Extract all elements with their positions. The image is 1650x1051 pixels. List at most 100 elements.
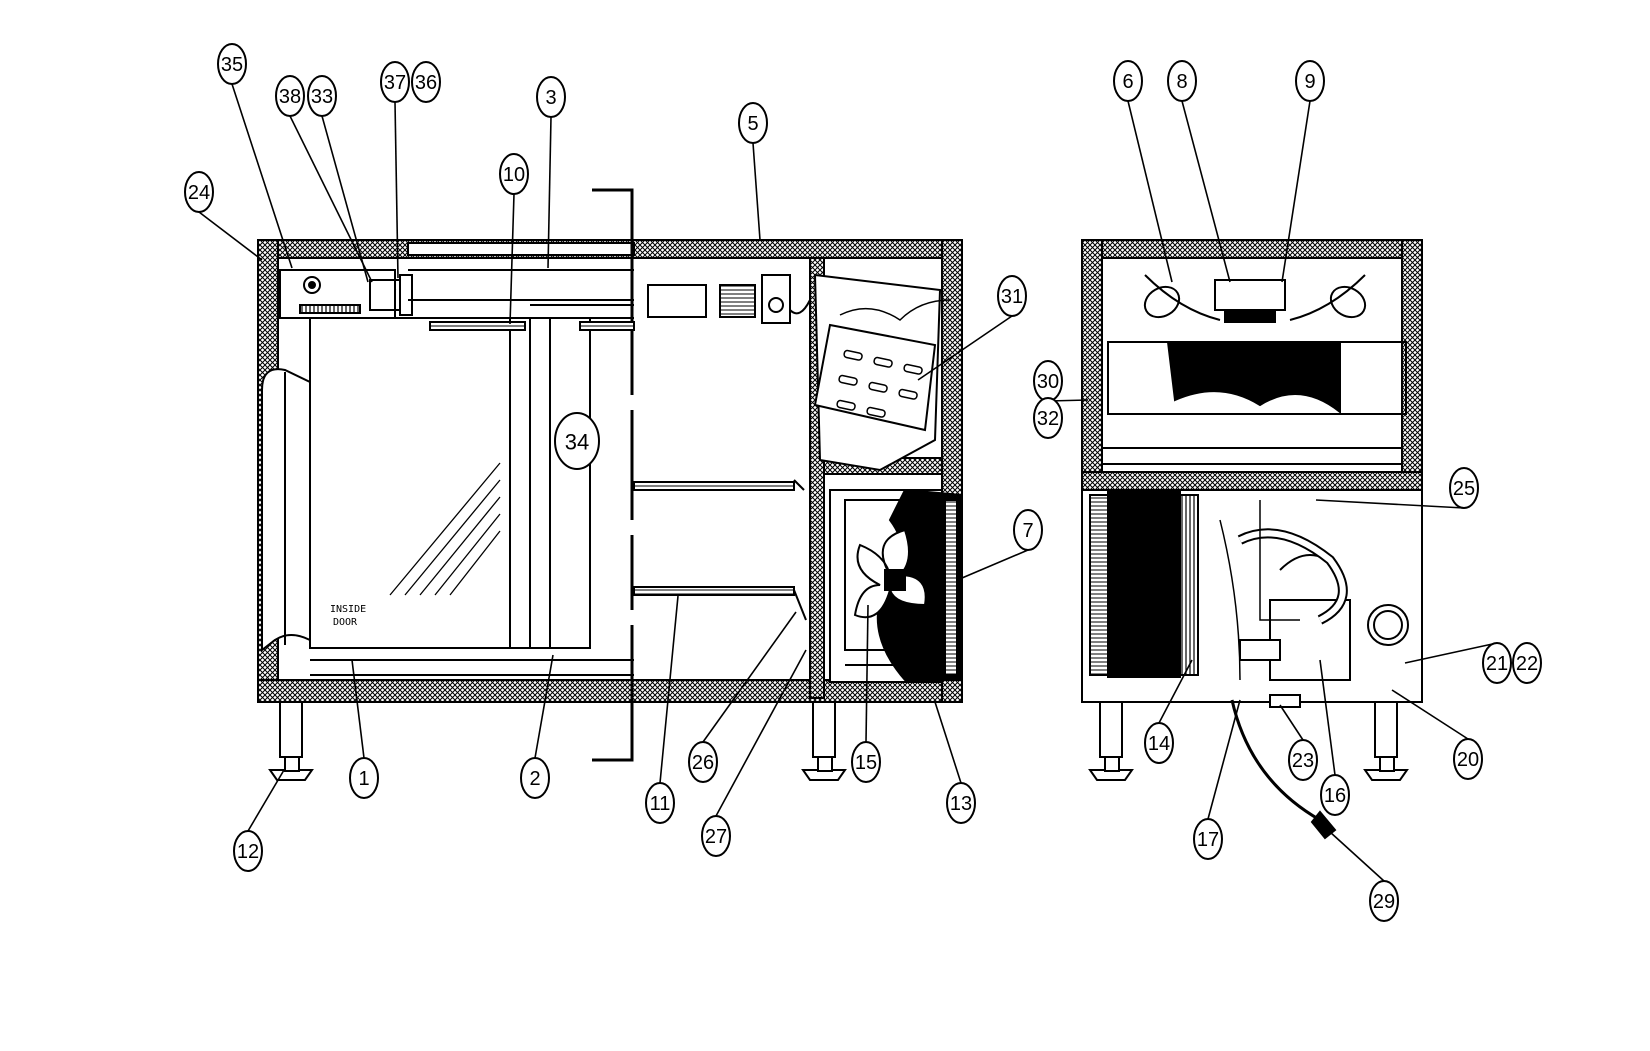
leader-line-1: [351, 659, 365, 759]
callout-balloon-15: 15: [851, 741, 881, 783]
leader-line-6: [1127, 100, 1173, 283]
legs: [268, 701, 847, 781]
callout-circle-33: [307, 75, 337, 117]
callout-balloon-32: 32: [1033, 397, 1063, 439]
wire-shelves: [633, 479, 807, 621]
callout-number-15: 15: [855, 752, 877, 774]
callout-circle-38: [275, 75, 305, 117]
callout-circle-17: [1193, 818, 1223, 860]
callout-balloon-2: 2: [520, 757, 550, 799]
inside-door-label-line1: INSIDE: [330, 604, 366, 615]
callout-number-22: 22: [1516, 653, 1538, 675]
callout-number-7: 7: [1022, 520, 1033, 542]
leader-line-29: [1329, 831, 1385, 882]
callout-balloon-37: 37: [380, 61, 410, 103]
callout-balloon-36: 36: [411, 61, 441, 103]
callout-circle-23: [1288, 739, 1318, 781]
evaporator-housing: [813, 273, 951, 472]
callout-circle-35: [217, 43, 247, 85]
callout-circle-29: [1369, 880, 1399, 922]
callout-circle-8: [1167, 60, 1197, 102]
callout-circle-26: [688, 741, 718, 783]
callout-circle-15: [851, 741, 881, 783]
callout-circle-24: [184, 171, 214, 213]
callout-balloon-24: 24: [184, 171, 214, 213]
leader-line-38: [289, 115, 373, 283]
leader-line-13: [934, 701, 962, 784]
callout-balloon-10: 10: [499, 153, 529, 195]
leader-line-15: [865, 604, 869, 743]
callout-number-32: 32: [1037, 408, 1059, 430]
callout-circle-7: [1013, 509, 1043, 551]
callout-number-21: 21: [1486, 653, 1508, 675]
leader-line-35: [231, 83, 293, 269]
callout-balloon-16: 16: [1320, 774, 1350, 816]
callout-balloon-27: 27: [701, 815, 731, 857]
callout-balloon-6: 6: [1113, 60, 1143, 102]
callout-circle-13: [946, 782, 976, 824]
callout-balloon-12: 12: [233, 830, 263, 872]
callout-number-16: 16: [1324, 785, 1346, 807]
callout-circle-10: [499, 153, 529, 195]
callout-balloon-7: 7: [1013, 509, 1043, 551]
callout-balloon-8: 8: [1167, 60, 1197, 102]
callout-circle-37: [380, 61, 410, 103]
electrical-components: [647, 274, 811, 324]
callout-balloon-3: 3: [536, 76, 566, 118]
callout-balloon-38: 38: [275, 75, 305, 117]
callout-number-24: 24: [188, 182, 210, 204]
callout-circle-32: [1033, 397, 1063, 439]
callout-balloon-1: 1: [349, 757, 379, 799]
callout-balloon-9: 9: [1295, 60, 1325, 102]
leader-line-10: [509, 193, 515, 325]
callout-balloon-20: 20: [1453, 738, 1483, 780]
front-view: INSIDE DOOR: [257, 188, 963, 781]
leader-line-25: [1315, 499, 1465, 509]
callout-number-35: 35: [221, 54, 243, 76]
callout-number-34: 34: [565, 430, 589, 455]
leader-line-31: [917, 315, 1013, 381]
leader-line-26: [702, 611, 797, 743]
side-condenser-coil: [1107, 491, 1181, 678]
callout-number-10: 10: [503, 164, 525, 186]
callout-circle-14: [1144, 722, 1174, 764]
callout-circle-11: [645, 782, 675, 824]
callout-circle-27: [701, 815, 731, 857]
leader-line-16: [1319, 659, 1336, 776]
callout-number-26: 26: [692, 752, 714, 774]
callout-circle-12: [233, 830, 263, 872]
callout-number-8: 8: [1176, 71, 1187, 93]
callout-circle-36: [411, 61, 441, 103]
callout-number-30: 30: [1037, 371, 1059, 393]
callout-balloon-26: 26: [688, 741, 718, 783]
callout-balloon-23: 23: [1288, 739, 1318, 781]
callout-number-12: 12: [237, 841, 259, 863]
callout-number-2: 2: [529, 768, 540, 790]
evaporator-fittings: [1143, 274, 1367, 323]
callout-balloon-31: 31: [997, 275, 1027, 317]
inside-door-label-line2: DOOR: [333, 617, 358, 628]
callout-circle-2: [520, 757, 550, 799]
callout-circle-34: [554, 412, 600, 470]
callout-number-36: 36: [415, 72, 437, 94]
callout-number-17: 17: [1197, 829, 1219, 851]
callout-balloon-35: 35: [217, 43, 247, 85]
section-break-line: [592, 188, 634, 762]
callout-number-1: 1: [358, 768, 369, 790]
callout-balloon-29: 29: [1369, 880, 1399, 922]
light-fixture: [429, 321, 526, 331]
callout-leaders: [198, 83, 1498, 882]
leader-line-17: [1207, 699, 1241, 820]
callout-circle-1: [349, 757, 379, 799]
callout-balloon-30: 30: [1033, 360, 1063, 402]
callout-circle-20: [1453, 738, 1483, 780]
callout-balloon-21: 21: [1482, 642, 1512, 684]
callout-circle-6: [1113, 60, 1143, 102]
evaporator-coil: [1166, 341, 1341, 415]
callout-balloon-14: 14: [1144, 722, 1174, 764]
leader-line-2: [534, 654, 554, 759]
leader-line-3: [547, 116, 552, 269]
